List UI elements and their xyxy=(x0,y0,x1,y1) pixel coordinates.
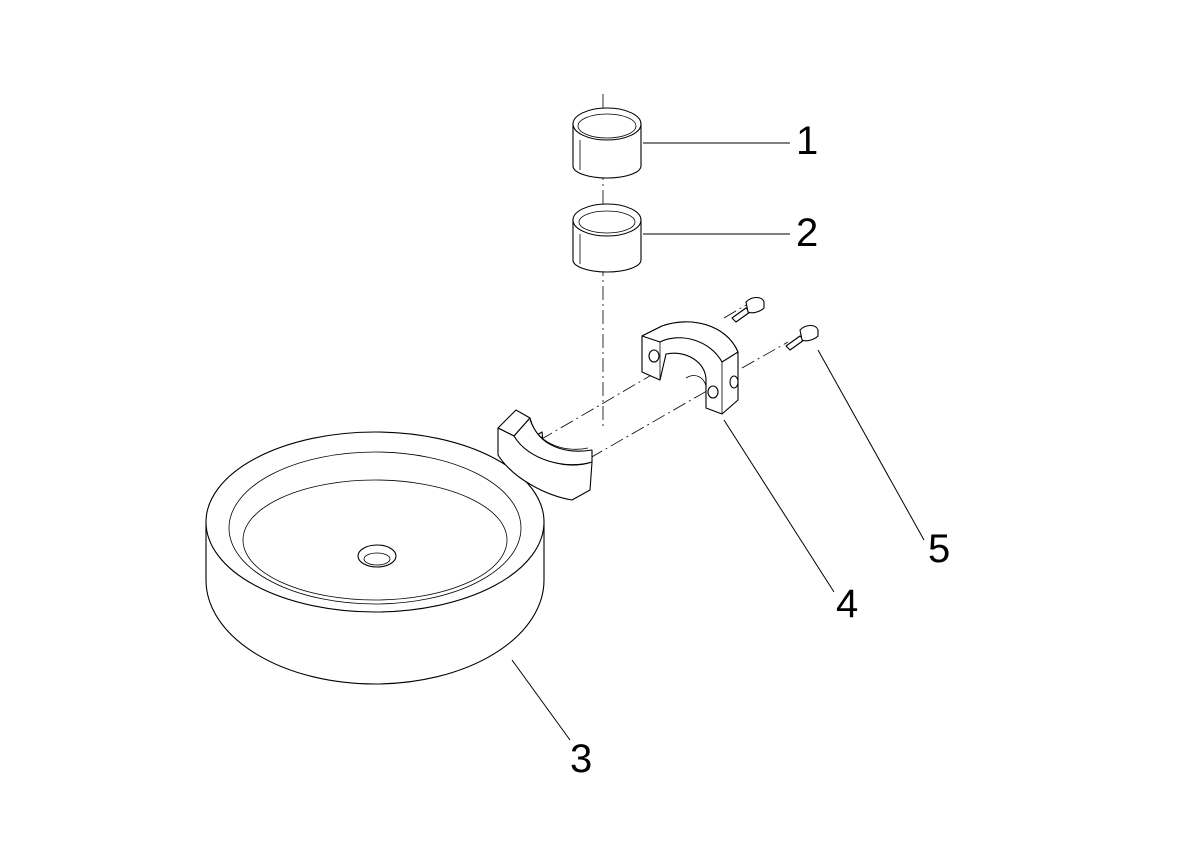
part-4-clamp xyxy=(641,321,739,415)
callout-1: 1 xyxy=(796,119,818,163)
callout-5: 5 xyxy=(928,527,950,571)
callout-4: 4 xyxy=(836,582,858,626)
part-3-dish xyxy=(205,431,549,685)
leader-lines xyxy=(511,142,925,741)
part-1-sleeve xyxy=(572,107,642,179)
callout-3: 3 xyxy=(570,737,592,781)
part-2-sleeve xyxy=(572,203,642,273)
part-5-screws xyxy=(731,296,819,351)
lower-clamp xyxy=(497,409,593,501)
callout-2: 2 xyxy=(796,211,818,255)
